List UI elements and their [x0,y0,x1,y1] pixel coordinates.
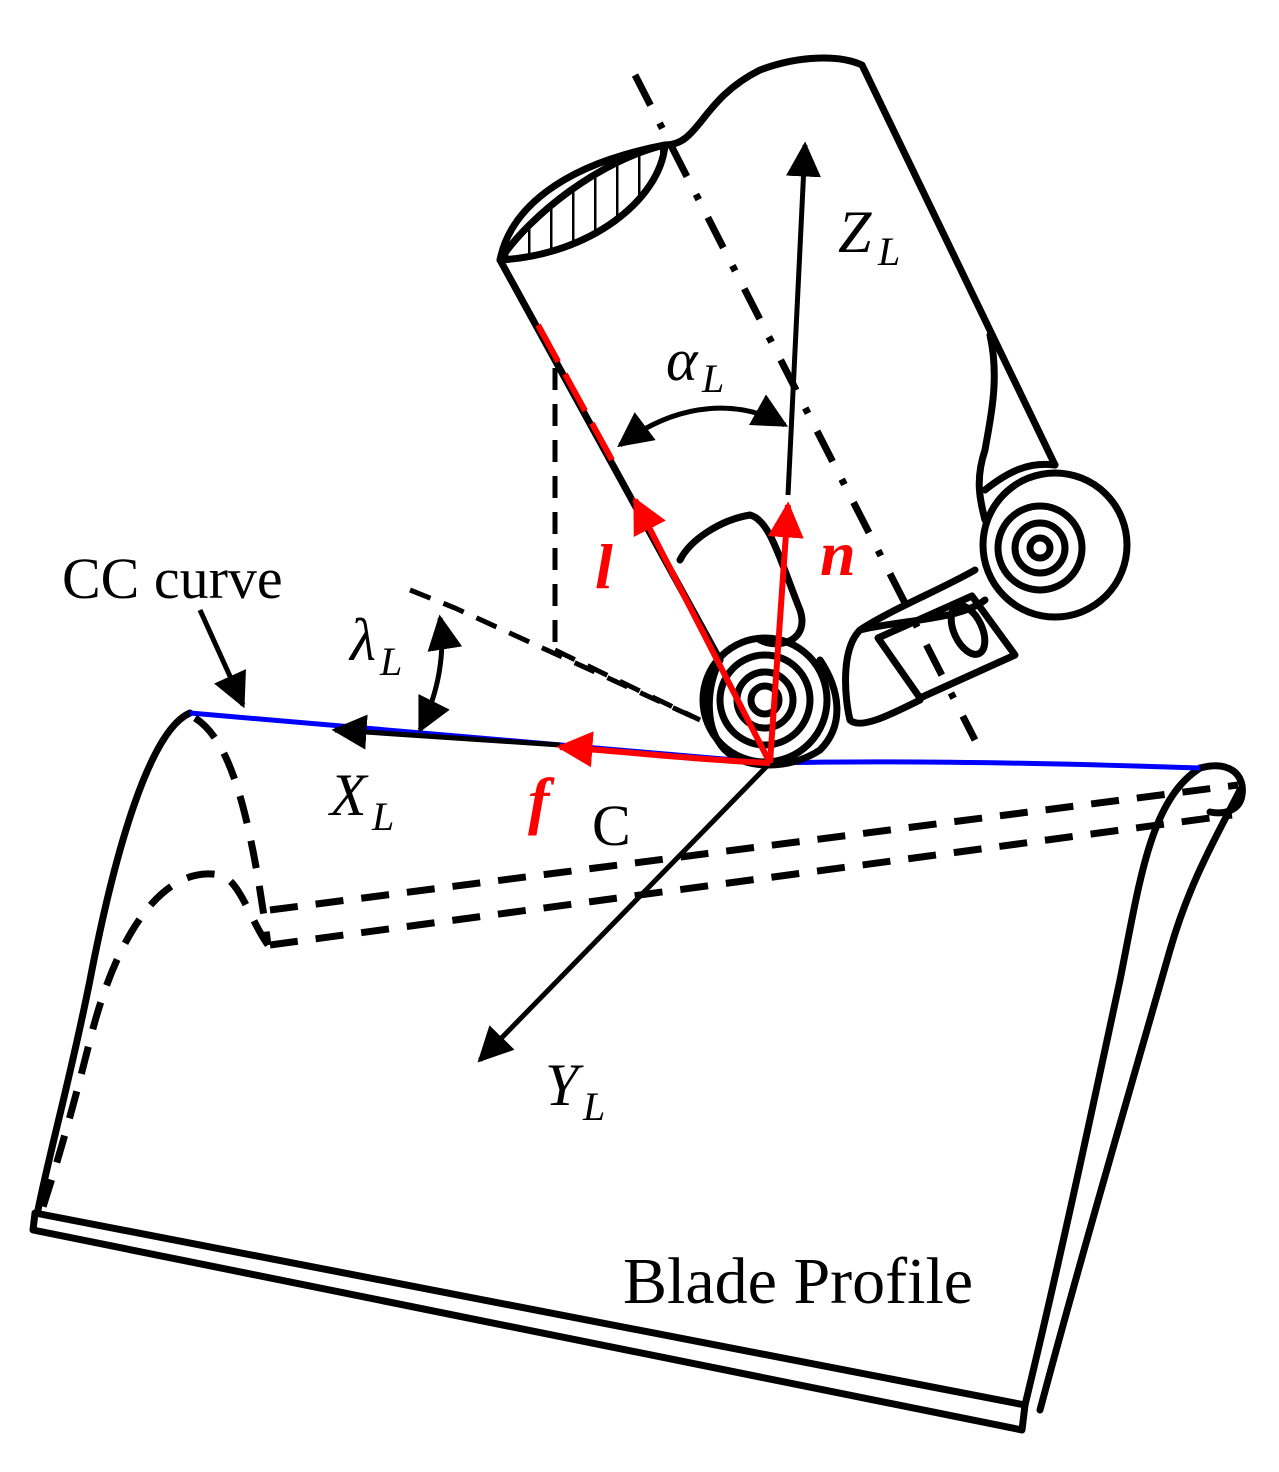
tool-cross-section [496,141,669,264]
svg-text:X: X [328,762,369,828]
alpha-angle-arc [617,394,789,448]
svg-text:Z: Z [838,199,872,265]
head-housing [676,511,806,648]
axis-y-arrow [477,761,772,1063]
svg-text:L: L [701,356,724,401]
lambda-reference-line [409,587,702,723]
vector-n-arrow [767,501,804,764]
contact-point-label: C [592,793,631,858]
blade-hidden-edges [38,715,1239,1212]
vector-f-arrow [556,731,771,768]
vector-l-label: l [595,531,613,602]
axis-x-label: X L [328,762,394,839]
axis-x-arrow [331,714,561,750]
axis-z-arrow [785,141,821,496]
blade-bottom-edge [29,1209,1029,1434]
blade-right-tip [1196,762,1246,817]
cc-curve-pointer [197,608,246,709]
svg-text:L: L [877,229,900,274]
blade-right-edge [1021,764,1204,1409]
tool-body-outline [496,54,1059,469]
blade-right-edge-inner [1036,786,1244,1414]
lambda-label: λ L [348,607,402,684]
vector-n-label: n [820,518,856,589]
svg-text:α: α [666,327,699,393]
tool-edge-red-segment [535,323,615,462]
linkage-block [874,592,1019,702]
svg-text:L: L [582,1084,605,1129]
svg-text:Y: Y [545,1052,584,1118]
axis-y-label: Y L [545,1052,605,1129]
svg-text:λ: λ [348,607,376,673]
svg-text:L: L [371,794,394,839]
tool-holder [496,54,1131,769]
lambda-angle-arc [417,614,463,734]
blade-left-edge [34,709,194,1214]
cc-curve-label: CC curve [62,546,283,611]
alpha-label: α L [666,327,724,401]
axis-z-label: Z L [838,199,900,274]
vector-f-label: f [528,765,555,836]
blade-profile-label: Blade Profile [623,1245,973,1318]
cc-curve-line [189,710,1201,771]
svg-text:L: L [379,639,402,684]
vector-l-arrow [632,496,773,765]
right-wheel [979,469,1131,621]
blade-body [29,709,1246,1434]
